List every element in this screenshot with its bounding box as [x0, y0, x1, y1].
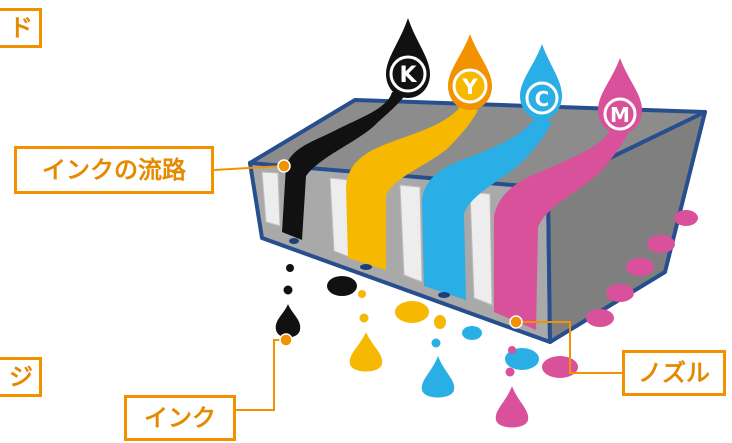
cartridge-y-letter: Y	[461, 75, 478, 99]
cyan-ink-drops	[422, 326, 539, 398]
cartridge-c-letter: C	[535, 87, 550, 111]
cartridge-c: C	[520, 44, 562, 120]
cartridge-m-letter: M	[610, 103, 630, 127]
cartridge-k-letter: K	[399, 63, 417, 88]
cartridge-y: Y	[448, 34, 492, 110]
yellow-ink-drops	[350, 290, 446, 372]
black-ink-drops	[276, 264, 357, 338]
cartridge-m: M	[598, 58, 642, 134]
cartridge-k: K	[386, 18, 430, 98]
